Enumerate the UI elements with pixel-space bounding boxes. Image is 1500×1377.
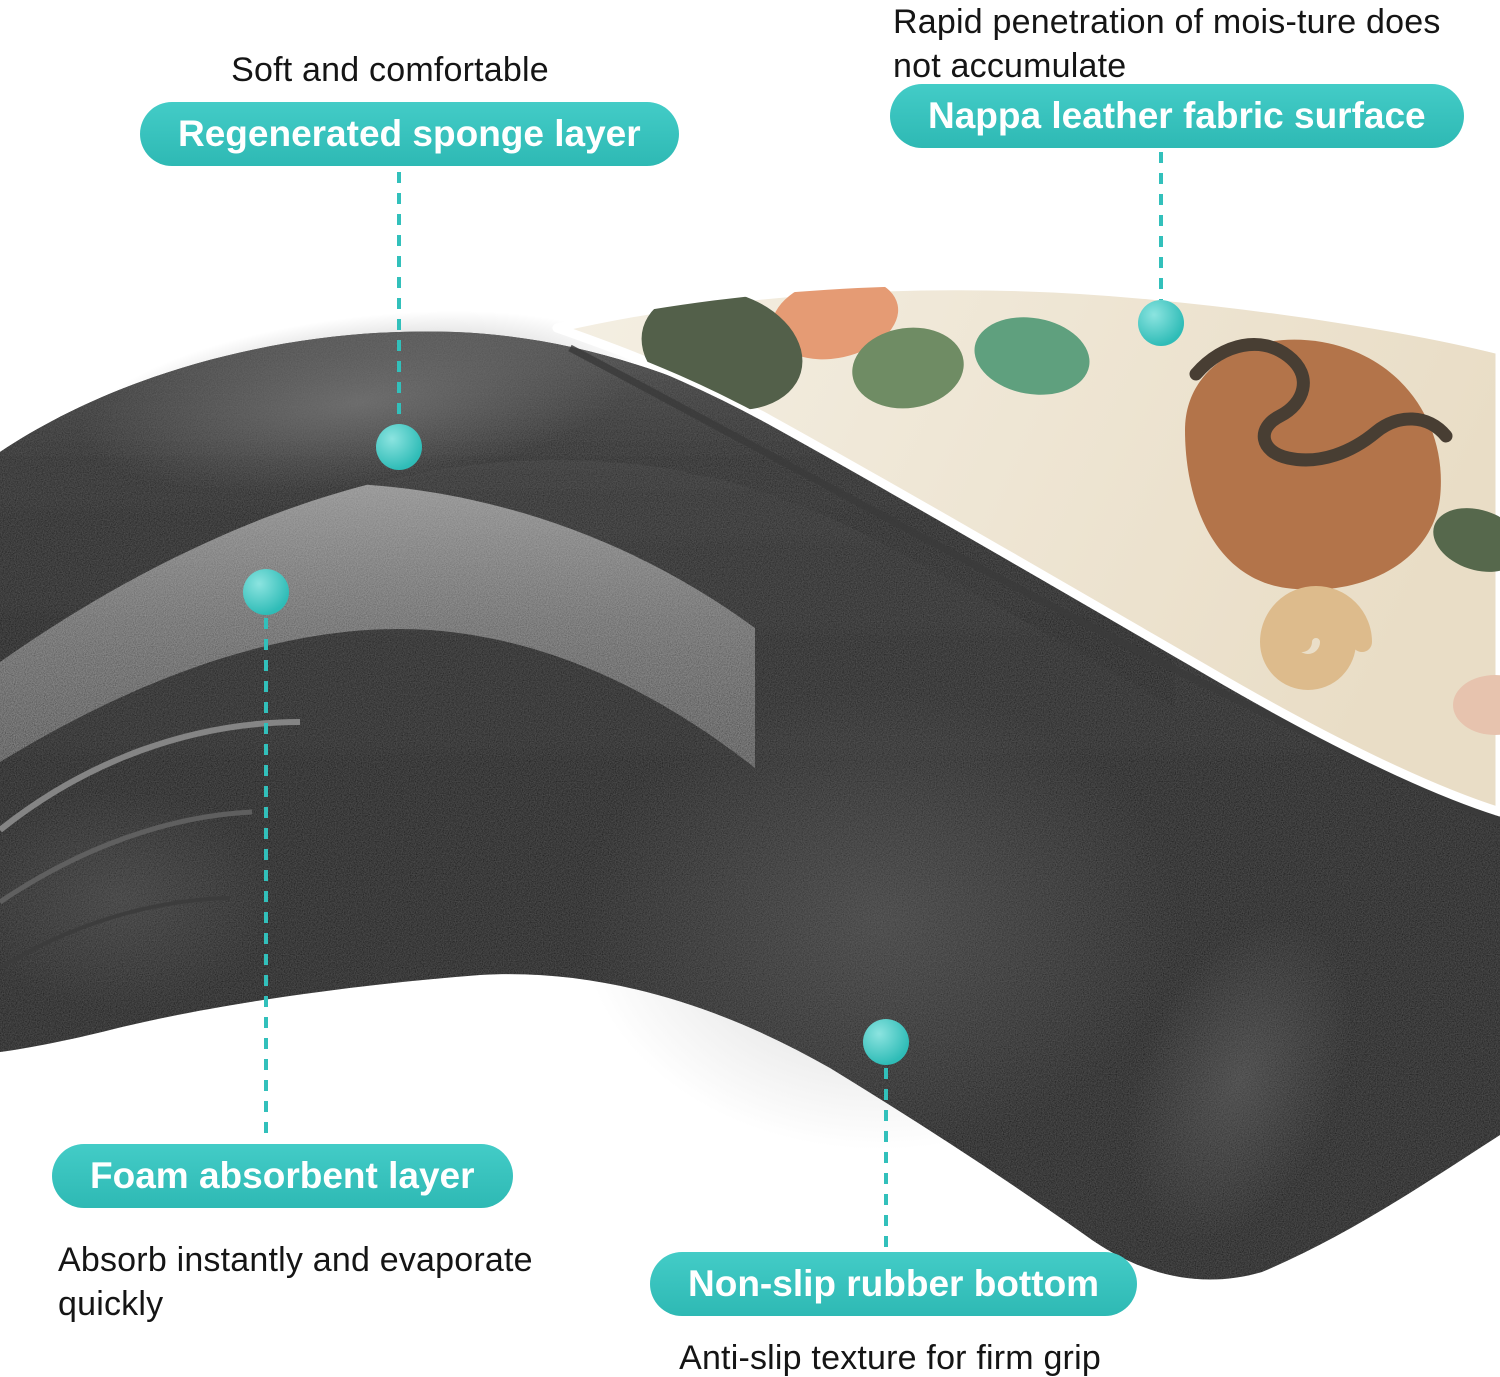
rubber-note: Anti-slip texture for firm grip [679, 1339, 1101, 1377]
left-roll-highlight [0, 790, 280, 1010]
foam-callout-dot-icon [243, 569, 289, 615]
edge-rim-line [0, 809, 253, 905]
sponge-note: Soft and comfortable [231, 51, 549, 89]
pattern-sage-blob [852, 327, 964, 409]
sponge-connector-line [397, 172, 401, 424]
rubber-label-pill: Non-slip rubber bottom [650, 1252, 1138, 1316]
valley-highlight [580, 690, 1180, 1150]
nappa-note: Rapid penetration of mois-ture does not … [893, 3, 1441, 86]
pattern-peach-blob [771, 285, 899, 360]
nappa-callout-dot-icon [1138, 300, 1184, 346]
pattern-squiggle-line [1189, 338, 1453, 467]
nappa-connector-line [1159, 152, 1163, 300]
pattern-teal-blob [974, 317, 1090, 395]
edge-rim-line [0, 896, 231, 970]
foam-connector-line [264, 618, 268, 1140]
foam-absorbent-layer-shape [0, 482, 755, 768]
pattern-green-blob-right [1433, 508, 1500, 572]
foam-note: Absorb instantly and evaporate quickly [58, 1241, 533, 1324]
right-band-highlight [1127, 917, 1353, 1243]
sponge-callout-dot-icon [376, 424, 422, 470]
sponge-label-pill: Regenerated sponge layer [140, 102, 679, 166]
rubber-connector-line [884, 1068, 888, 1248]
rubber-callout-dot-icon [863, 1019, 909, 1065]
foam-label-pill: Foam absorbent layer [52, 1144, 513, 1208]
nappa-label-pill: Nappa leather fabric surface [890, 84, 1464, 148]
hump-highlight [81, 310, 639, 494]
pattern-pink-blob-right [1453, 675, 1500, 735]
edge-rim-line [0, 719, 301, 833]
pattern-spiral-icon [1259, 586, 1372, 690]
